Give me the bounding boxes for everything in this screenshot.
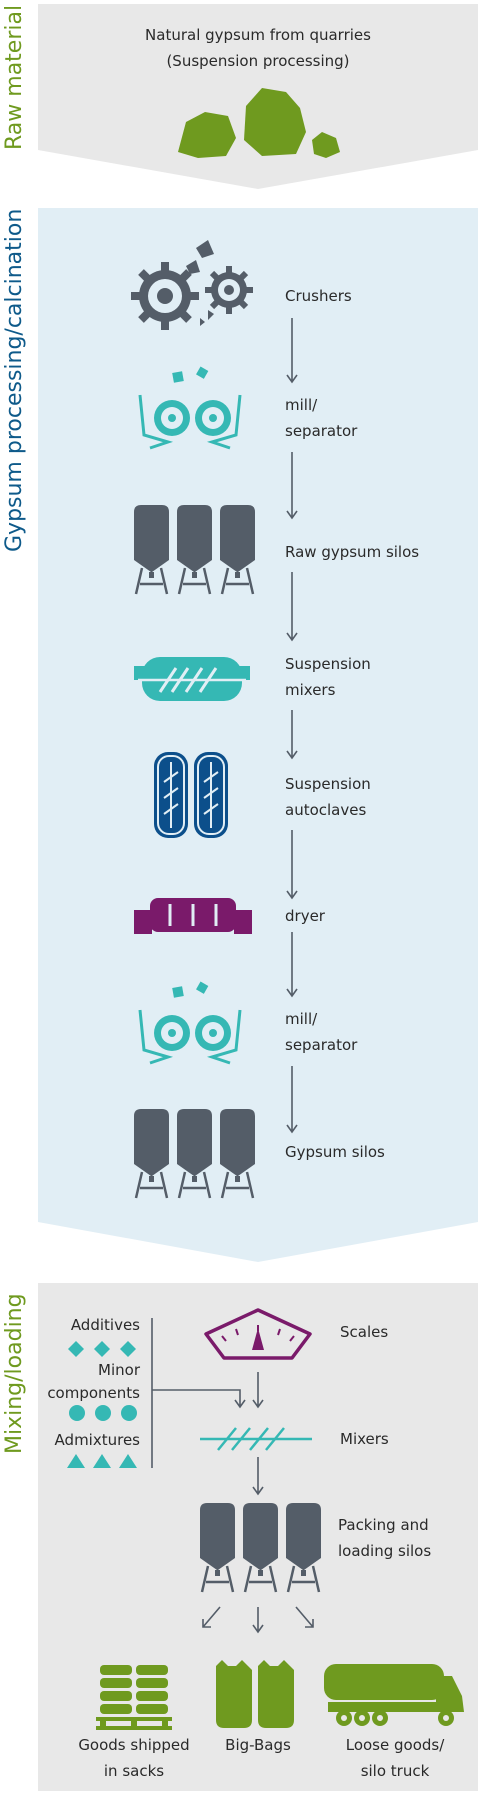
suspension-autoclaves-icon [154,752,228,838]
step-suspension-autoclaves: Suspension [285,775,371,793]
scales-icon [204,1308,312,1360]
mill-separator-icon-2 [138,981,242,1065]
mixer-icon [200,1427,312,1451]
dryer-icon [134,898,252,934]
silo-truck-icon [324,1664,464,1726]
admixtures-label: Admixtures [54,1431,140,1449]
sacks-pallet-icon [96,1665,172,1730]
gypsum-rocks-icon [178,88,340,158]
output-sacks-label-line2: in sacks [103,1762,165,1780]
step-mill-separator-1-line2: separator [285,422,358,440]
raw-material-subtitle: (Suspension processing) [166,52,350,70]
admixtures-icon [67,1454,137,1468]
gypsum-silos-icon [134,1109,255,1199]
raw-gypsum-silos-icon [134,505,255,595]
packing-silos-label-line2: loading silos [338,1542,432,1560]
section-label-processing: Gypsum processing/calcination [2,208,27,552]
mixing-lines [151,1318,314,1634]
packing-silos-label: Packing and [338,1516,429,1534]
raw-material-title: Natural gypsum from quarries [145,26,371,44]
step-dryer: dryer [285,907,325,925]
section-label-mixing: Mixing/loading [2,1293,27,1454]
packing-loading-silos-icon [200,1503,321,1593]
minor-components-label: Minor [98,1361,140,1379]
output-bigbags-label: Big-Bags [225,1736,291,1754]
crushers-icon [131,240,253,330]
step-mill-separator-2-line2: separator [285,1036,358,1054]
processing-panel [38,208,478,1262]
process-arrows [286,318,298,1134]
step-suspension-mixers-line2: mixers [285,681,336,699]
mixers-label: Mixers [340,1430,389,1448]
step-gypsum-silos: Gypsum silos [285,1143,385,1161]
minor-components-icon [69,1405,137,1421]
step-suspension-autoclaves-line2: autoclaves [285,801,367,819]
additives-icon [68,1341,136,1357]
mill-separator-icon [138,366,242,450]
output-truck-label: Loose goods/ [345,1736,445,1754]
suspension-mixer-icon [134,657,250,701]
step-crushers: Crushers [285,287,352,305]
minor-components-label-line2: components [47,1384,140,1402]
additives-label: Additives [70,1316,140,1334]
output-sacks-label: Goods shipped [78,1736,190,1754]
step-mill-separator-2: mill/ [285,1010,318,1028]
step-suspension-mixers: Suspension [285,655,371,673]
section-label-raw-material: Raw material [2,4,27,150]
output-truck-label-line2: silo truck [360,1762,430,1780]
scales-label: Scales [340,1323,389,1341]
step-raw-gypsum-silos: Raw gypsum silos [285,543,420,561]
big-bags-icon [216,1660,294,1728]
step-mill-separator-1: mill/ [285,396,318,414]
